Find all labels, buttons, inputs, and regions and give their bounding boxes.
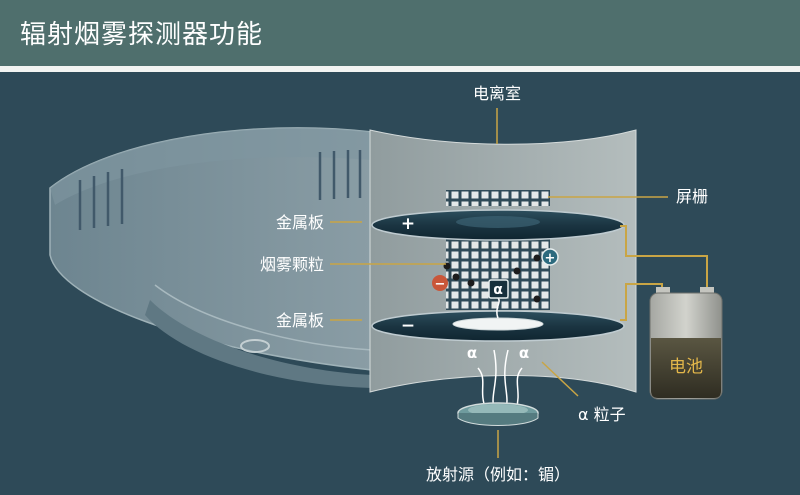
- negative-ion-sign: −: [435, 277, 446, 292]
- page-title: 辐射烟雾探测器功能: [20, 20, 264, 50]
- battery-liquid: [651, 338, 721, 398]
- positive-ion: +: [541, 248, 559, 266]
- housing-top-rim: [50, 127, 372, 205]
- alpha-box-symbol: α: [493, 282, 503, 298]
- label-bottom-plate: 金属板: [276, 311, 324, 330]
- vent-slots-left: [78, 169, 124, 230]
- leader-alpha: [541, 361, 579, 397]
- bottom-metal-plate: [371, 310, 625, 342]
- label-source: 放射源（例如：镅）: [426, 465, 570, 484]
- label-alpha-particle: α 粒子: [578, 405, 626, 424]
- smoke-particle: [533, 295, 541, 303]
- negative-ion: −: [432, 275, 448, 292]
- smoke-particle: [513, 267, 521, 275]
- radioactive-source: [457, 402, 539, 426]
- smoke-particle: [467, 279, 475, 287]
- housing-edge-line: [154, 284, 373, 351]
- detector-housing: [49, 127, 373, 388]
- smoke-particle: [533, 254, 541, 262]
- housing-base: [145, 300, 372, 388]
- smoke-particle: [452, 273, 460, 281]
- battery: 电池: [649, 287, 723, 400]
- header-divider: [0, 66, 800, 72]
- leader-lines: [330, 108, 668, 458]
- battery-label: 电池: [669, 357, 703, 377]
- indicator-ring: [240, 339, 270, 353]
- battery-terminal-right: [700, 287, 714, 295]
- battery-wires: [620, 225, 708, 321]
- vent-slots-right: [318, 150, 362, 200]
- alpha-symbol-left: α: [467, 344, 477, 362]
- alpha-track-chamber: [496, 297, 500, 319]
- minus-sign: −: [401, 316, 415, 336]
- label-grid: 屏栅: [676, 187, 708, 206]
- alpha-symbol-right: α: [519, 344, 529, 362]
- plus-sign: +: [401, 214, 415, 234]
- label-top-plate: 金属板: [276, 213, 324, 232]
- alpha-box: α: [488, 279, 509, 299]
- positive-ion-sign: +: [545, 251, 556, 266]
- battery-terminal-left: [656, 287, 670, 295]
- label-chamber: 电离室: [473, 84, 521, 103]
- header-bar: 辐射烟雾探测器功能: [0, 0, 800, 66]
- label-smoke: 烟雾颗粒: [260, 255, 324, 274]
